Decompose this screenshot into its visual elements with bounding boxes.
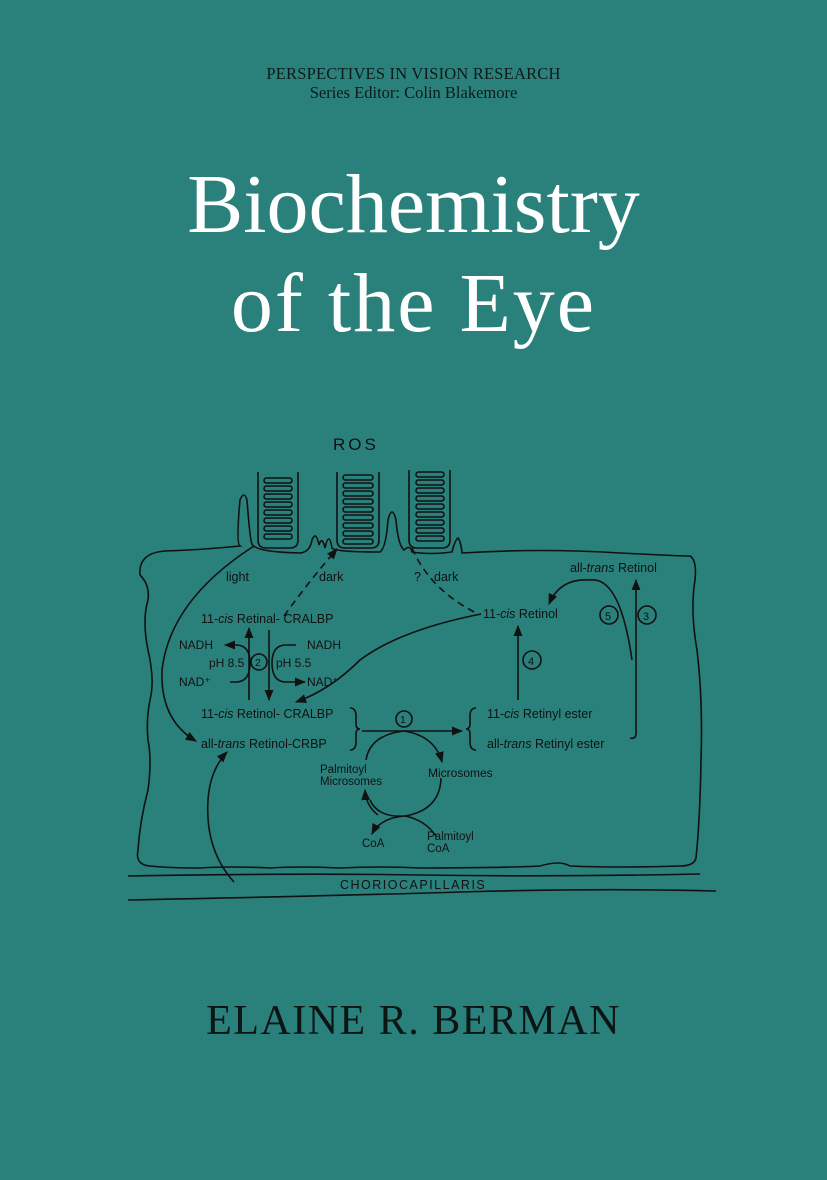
palmitoyl-coa-label-2: CoA: [427, 843, 450, 855]
nad-right: NAD⁺: [307, 675, 339, 689]
cycle-arrow-to-microsomes: [403, 730, 444, 764]
rod-outer-segments: [257, 470, 451, 549]
step-2-circle: [250, 653, 268, 671]
rpe-cell-outline: [136, 494, 703, 869]
step-5-arrow: [548, 579, 633, 661]
nad-left: NAD⁺: [179, 675, 211, 689]
cis-retinyl-ester-label: 11-cis Retinyl ester: [487, 707, 592, 721]
step-2-number: 2: [255, 657, 261, 669]
nadh-right: NADH: [307, 638, 341, 652]
cis-retinal-cralbp-label: 11-cis Retinal- CRALBP: [201, 612, 333, 626]
cis-retinol-cralbp-label: 11-cis Retinol- CRALBP: [201, 707, 333, 721]
choriocapillaris-top-line: [127, 873, 701, 877]
choriocapillaris-label: CHORIOCAPILLARIS: [340, 878, 486, 892]
ros-disks-2: [342, 474, 374, 545]
step-5-circle: [599, 605, 619, 625]
step-4-number: 4: [528, 656, 534, 668]
ph-right: pH 5.5: [276, 656, 312, 670]
choriocapillaris-bottom-line: [127, 888, 717, 901]
cycle-arc-top-left: [365, 730, 405, 761]
palmitoyl-coa-label-1: Palmitoyl: [427, 831, 474, 843]
step-5-number: 5: [605, 611, 611, 623]
nad-to-nadh-arrow: [223, 640, 251, 683]
coa-release-arrow: [371, 815, 406, 836]
palmitoyl-microsomes-label-1: Palmitoyl: [320, 764, 367, 776]
light-label: light: [226, 570, 249, 584]
cis-retinol-to-cralbp-arrow: [294, 613, 482, 703]
trans-retinol-crbp-label: all-trans Retinol-CRBP: [201, 737, 327, 751]
step-1-number: 1: [400, 714, 406, 726]
dark-pathway-arrow-2: [411, 547, 479, 615]
coa-label: CoA: [362, 838, 385, 850]
series-name: PERSPECTIVES IN VISION RESEARCH: [266, 64, 561, 83]
nadh-left: NADH: [179, 638, 213, 652]
dark-label-1: dark: [319, 570, 344, 584]
cycle-arrow-to-palmitoyl-microsomes: [361, 788, 379, 816]
nadh-to-nad-arrow: [271, 644, 307, 687]
palmitoyl-microsomes-label-2: Microsomes: [320, 776, 382, 788]
dark-label-2: dark: [434, 570, 459, 584]
series-editor: Series Editor: Colin Blakemore: [309, 83, 518, 102]
ros-label: ROS: [333, 435, 379, 454]
right-group-brace: [465, 707, 477, 751]
book-title-line-1: Biochemistry: [187, 158, 640, 251]
ros-disks-1: [263, 477, 293, 540]
author-name: ELAINE R. BERMAN: [206, 998, 621, 1044]
question-label: ?: [414, 570, 421, 584]
palmitoyl-coa-input: [404, 815, 437, 837]
blood-uptake-arrow: [206, 751, 235, 883]
step-4-circle: [522, 650, 542, 670]
microsomes-label: Microsomes: [428, 766, 493, 780]
dark-pathway-arrow-1: [283, 548, 338, 617]
ros-disks-3: [415, 471, 445, 542]
cis-retinol-label: 11-cis Retinol: [483, 607, 558, 621]
left-group-brace: [349, 707, 361, 751]
step-1-circle: [395, 710, 413, 728]
step-3-arrow: [629, 578, 641, 740]
trans-retinyl-ester-label: all-trans Retinyl ester: [487, 737, 604, 751]
step-3-number: 3: [643, 611, 649, 623]
series-header: PERSPECTIVES IN VISION RESEARCH Series E…: [0, 64, 827, 102]
book-title-line-2: of the Eye: [230, 257, 597, 350]
light-pathway-arrow: [161, 545, 255, 742]
step-3-circle: [637, 605, 657, 625]
all-trans-retinol-label: all-trans Retinol: [570, 561, 657, 575]
ph-left: pH 8.5: [209, 656, 245, 670]
